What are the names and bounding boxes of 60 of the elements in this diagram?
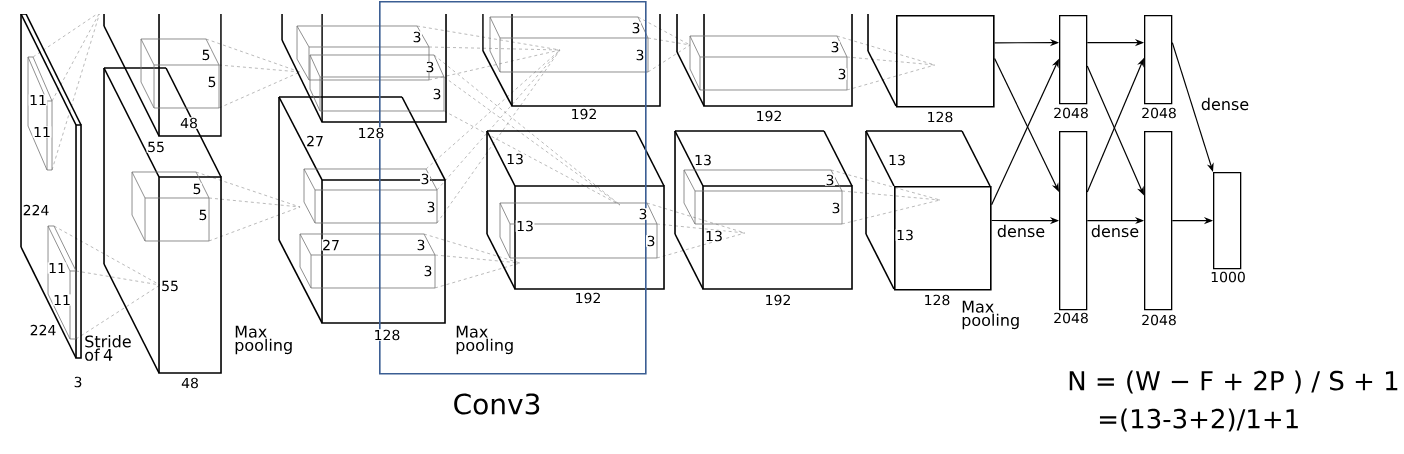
dimension-label: 11 [47,262,67,274]
formula-text: =(13-3+2)/1+1 [1099,408,1298,432]
dimension-label: 3 [73,376,83,388]
dimension-label: 3 [420,173,430,185]
dimension-label: 27 [321,239,341,251]
caption-text: Max pooling [456,325,513,355]
dimension-label: 3 [837,68,847,80]
edge-label: dense [995,223,1047,239]
dimension-label: 224 [29,324,57,336]
frame-caption: Conv3 [454,393,540,415]
dimension-label: 13 [887,154,907,166]
dimension-label: 224 [22,204,50,216]
dimension-label: 3 [825,174,835,186]
dimension-label: 3 [635,49,645,61]
dimension-label: 128 [925,110,955,124]
dimension-label: 192 [574,292,602,304]
dimension-label: 3 [423,265,433,277]
dimension-label: 3 [638,208,648,220]
dimension-label: 55 [146,141,166,153]
dimension-label: 192 [764,294,792,306]
dimension-label: 11 [32,126,52,138]
dimension-label: 27 [305,135,325,147]
dimension-label: 2048 [1140,106,1178,120]
dimension-label: 128 [373,329,401,341]
dimension-label: 5 [201,49,211,61]
dimension-label: 3 [416,239,426,251]
dimension-label: 192 [755,110,783,122]
caption-text: Max pooling [235,325,292,355]
caption-text: Max pooling [962,300,1019,330]
edge-label: dense [1089,223,1141,239]
dimension-label: 2048 [1140,313,1178,327]
dimension-label: 128 [357,127,385,139]
dimension-label: 13 [895,229,915,241]
dimension-label: 13 [704,230,724,242]
dimension-label: 2048 [1052,106,1090,120]
dimension-label: 48 [179,117,199,129]
caption-text: Stride of 4 [85,335,131,361]
dimension-label: 2048 [1052,311,1090,325]
dimension-label: 11 [52,294,72,306]
dimension-label: 3 [432,88,442,100]
dimension-label: 128 [922,293,952,307]
dimension-label: 3 [412,31,422,43]
edge-label: dense [1199,96,1251,112]
dimension-label: 192 [570,108,598,120]
dimension-label: 55 [160,280,180,292]
dimension-label: 11 [28,94,48,106]
dimension-label: 5 [192,183,202,195]
dimension-label: 1000 [1209,270,1247,284]
dimension-label: 3 [831,202,841,214]
dimension-label: 13 [515,220,535,232]
formula-text: N = (W − F + 2P ) / S + 1 [1069,370,1398,394]
dimension-label: 3 [631,22,641,34]
dimension-label: 5 [198,209,208,221]
dimension-label: 13 [693,154,713,166]
dimension-label: 48 [180,377,200,389]
dimension-label: 5 [207,76,217,88]
dimension-label: 3 [426,201,436,213]
dimension-label: 3 [830,41,840,53]
dimension-label: 13 [505,153,525,165]
dimension-label: 3 [425,61,435,73]
